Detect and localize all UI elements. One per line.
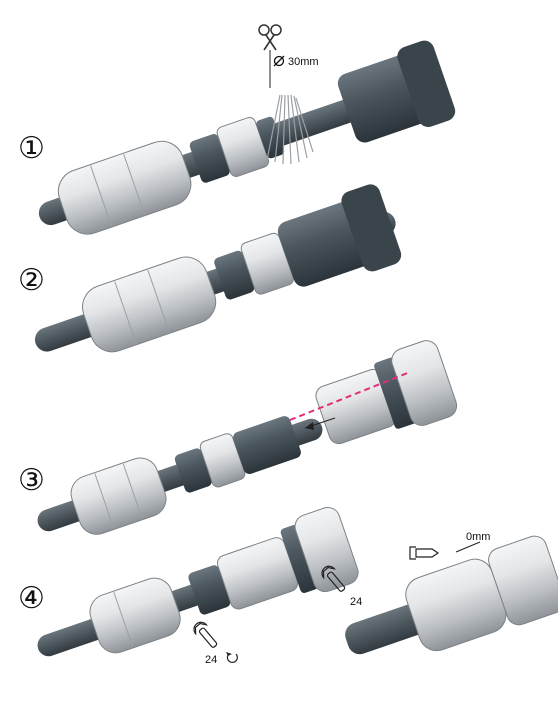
knurled-coupling-ring bbox=[294, 506, 359, 593]
wrench-size-right-label: 24 bbox=[350, 596, 362, 608]
contact-carrier bbox=[233, 416, 301, 474]
seal-insert bbox=[174, 448, 212, 493]
nut-edge bbox=[147, 269, 170, 333]
step-2: ② bbox=[18, 184, 402, 353]
step-4: ④ 24 24 bbox=[18, 506, 362, 666]
nut-edge bbox=[90, 165, 112, 227]
wrench-icon bbox=[321, 565, 346, 592]
scissors-icon bbox=[258, 24, 282, 51]
pointing-hand-icon bbox=[409, 546, 440, 560]
step-3-assembly bbox=[37, 416, 323, 535]
step-number-2: ② bbox=[18, 263, 45, 298]
gland-body bbox=[216, 117, 270, 177]
detail-inset: 0mm bbox=[345, 531, 558, 655]
nut-edge bbox=[122, 463, 143, 519]
seal-ring bbox=[256, 116, 285, 159]
knurled-coupling-ring bbox=[391, 340, 458, 426]
rotate-arrow-icon bbox=[226, 652, 238, 663]
nut-edge bbox=[114, 281, 137, 344]
clamp-nut bbox=[70, 457, 167, 535]
step-number-4: ④ bbox=[18, 581, 45, 616]
seal-insert bbox=[189, 134, 230, 183]
nut-edge bbox=[113, 591, 134, 648]
knurled-coupling-ring bbox=[488, 535, 558, 626]
step-number-1: ① bbox=[18, 131, 45, 166]
seal-insert bbox=[214, 250, 255, 300]
clamp-nut bbox=[89, 577, 181, 654]
step-1: ① 30mm bbox=[18, 24, 456, 235]
gland-body bbox=[199, 433, 246, 488]
trimmed-shield-fan bbox=[266, 94, 314, 165]
nut-edge bbox=[123, 153, 145, 215]
connector-thread bbox=[280, 524, 318, 593]
wrench-size-bottom-label: 24 bbox=[205, 654, 217, 666]
clamp-nut bbox=[57, 140, 192, 235]
step-3: ③ bbox=[18, 340, 458, 535]
step-2-assembly bbox=[34, 184, 402, 353]
coupling-ring bbox=[341, 184, 402, 272]
insert-arrow bbox=[304, 417, 336, 430]
wrench-icon bbox=[193, 621, 218, 648]
gap-label: 0mm bbox=[466, 531, 490, 543]
coupling-ring bbox=[397, 40, 456, 128]
diameter-symbol-icon bbox=[273, 55, 285, 67]
gap-marker bbox=[455, 541, 481, 553]
cut-diameter-label: 30mm bbox=[288, 56, 319, 68]
connector-thread bbox=[374, 357, 416, 429]
detail-assembly bbox=[345, 535, 558, 655]
nut-edge bbox=[94, 473, 115, 529]
step-number-3: ③ bbox=[18, 463, 45, 498]
connector-head bbox=[315, 340, 458, 445]
clamp-nut bbox=[82, 256, 217, 353]
step-4-assembly bbox=[37, 506, 359, 657]
seal-insert bbox=[188, 565, 231, 615]
alignment-line bbox=[289, 371, 411, 421]
